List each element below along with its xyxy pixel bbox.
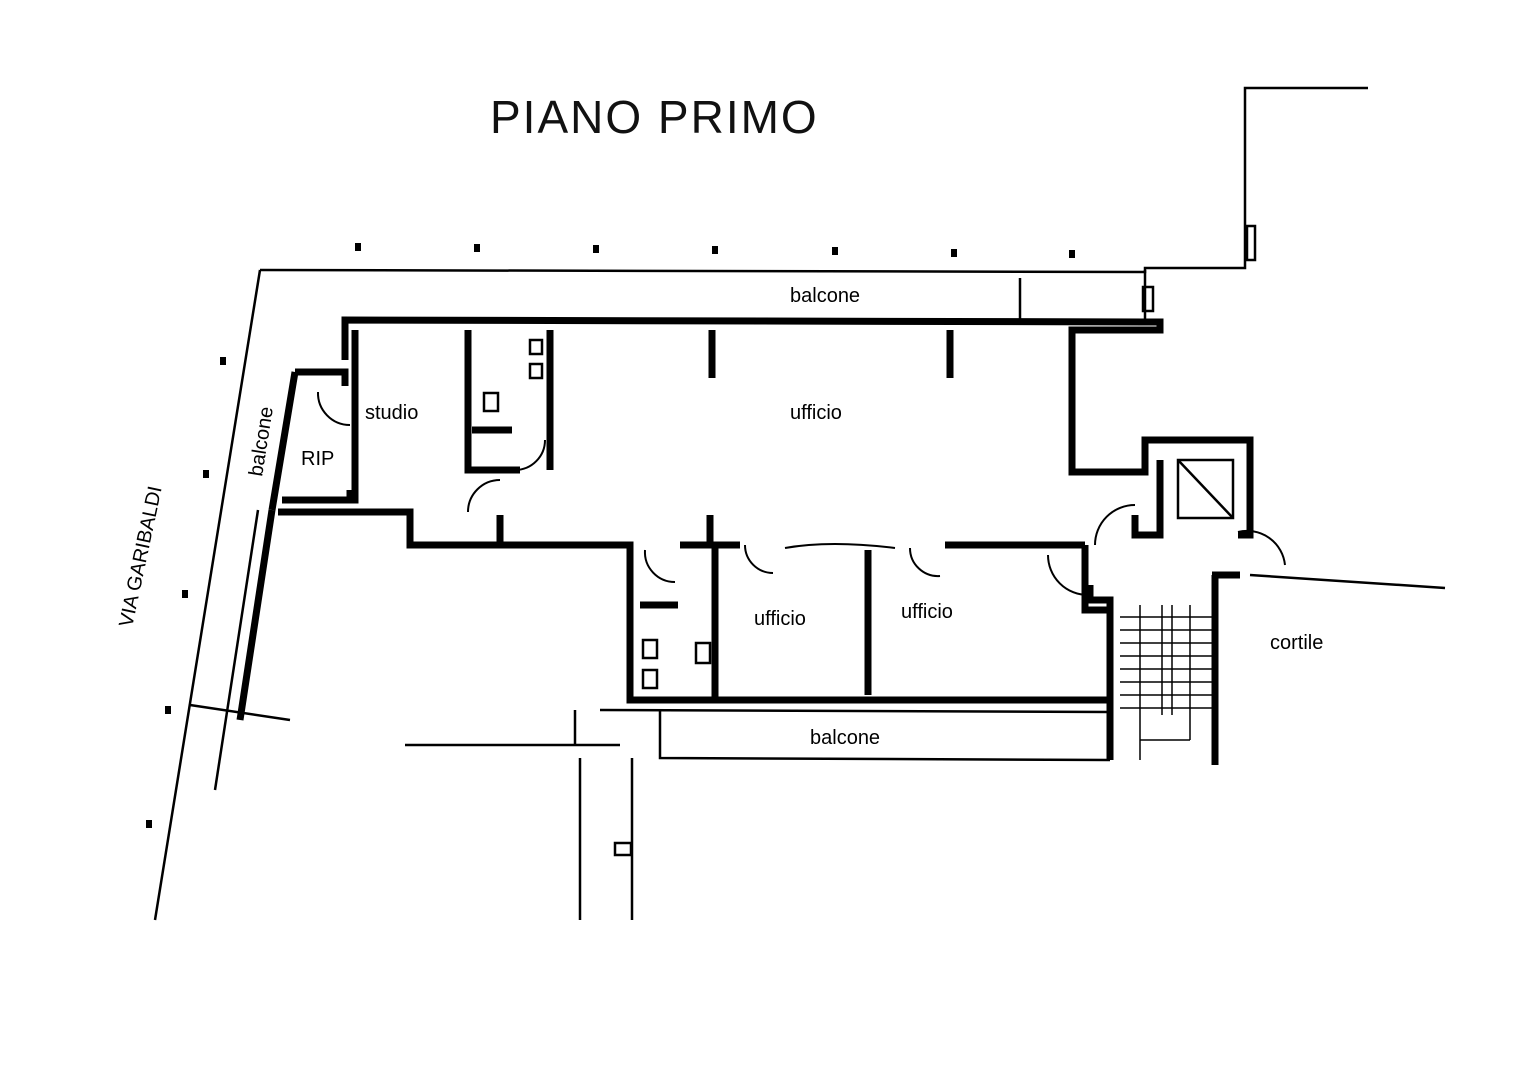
room-label-studio: studio: [365, 402, 418, 424]
room-label-balcone-left: balcone: [245, 405, 278, 478]
room-label-balcone-bottom: balcone: [810, 727, 880, 749]
room-label-cortile: cortile: [1270, 632, 1323, 654]
sanitary-fixtures: [482, 338, 712, 690]
street-label: VIA GARIBALDI: [115, 484, 166, 629]
room-label-ufficio-left: ufficio: [754, 608, 806, 630]
walls: [236, 316, 1254, 765]
balcony-columns: [146, 243, 1075, 828]
staircase: [1120, 605, 1212, 760]
site-lines: [153, 86, 1446, 921]
door-swings: [316, 391, 1286, 596]
elevator: [1176, 458, 1235, 520]
room-label-rip: RIP: [301, 448, 334, 470]
room-label-ufficio-main: ufficio: [790, 402, 842, 424]
room-label-ufficio-right: ufficio: [901, 601, 953, 623]
room-label-balcone-top: balcone: [790, 285, 860, 307]
plan-title: PIANO PRIMO: [490, 91, 819, 143]
